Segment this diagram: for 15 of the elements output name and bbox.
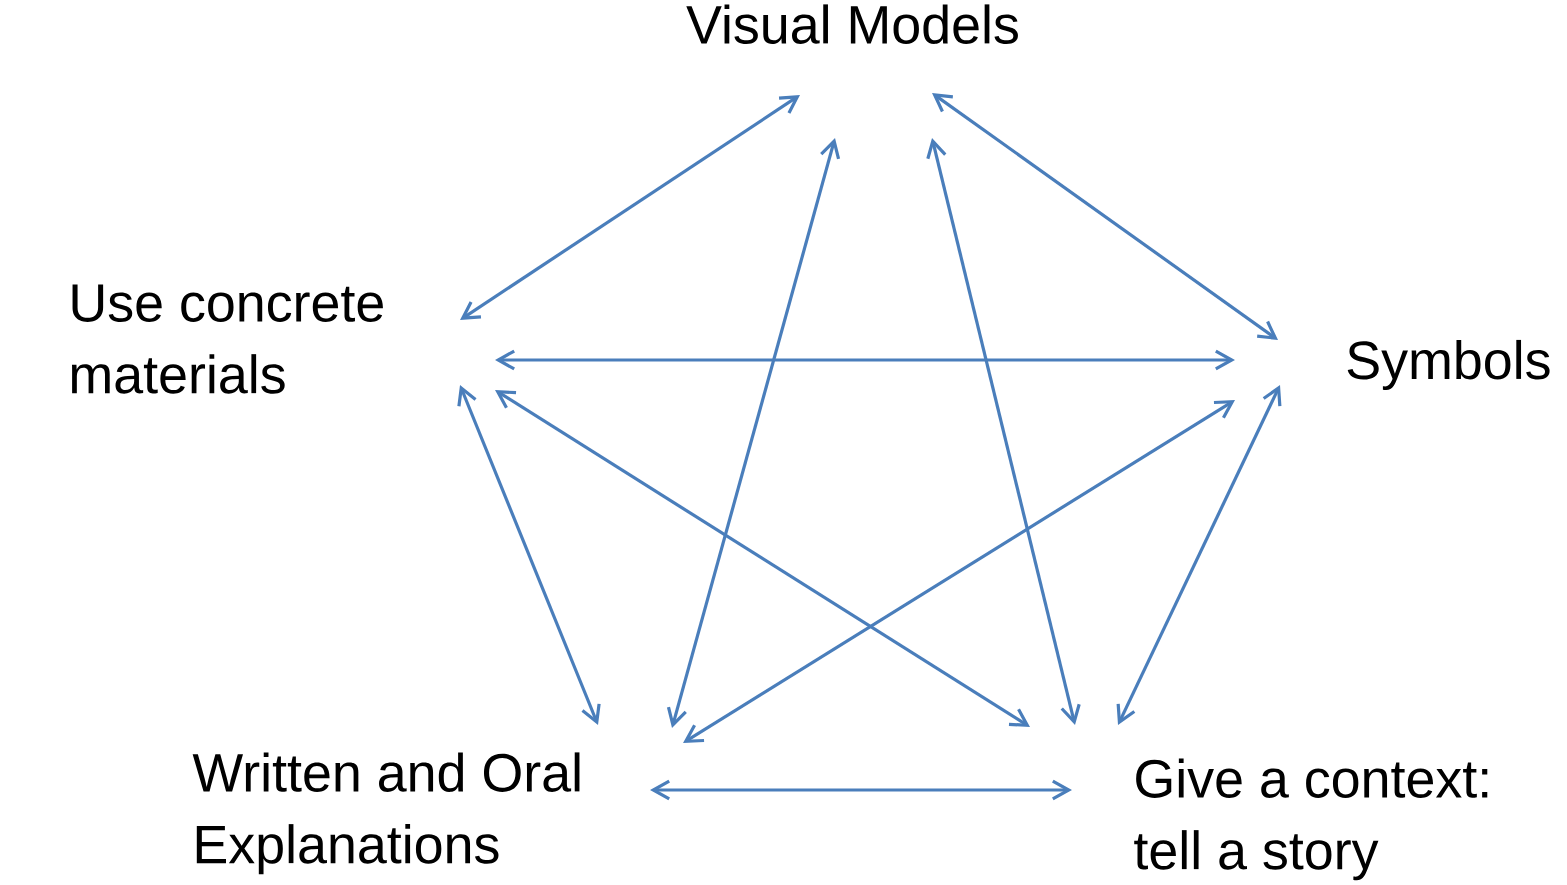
double-arrow xyxy=(932,93,1278,340)
double-arrow xyxy=(457,385,601,725)
double-arrow xyxy=(460,95,800,320)
node-label: Visual Models xyxy=(686,4,1018,44)
node-label: Symbols xyxy=(1347,339,1550,391)
node-label: Written and Oral Explanations xyxy=(192,752,580,875)
double-arrow xyxy=(1116,385,1282,725)
node-label: Give a context: tell a story xyxy=(1134,758,1488,881)
double-arrow xyxy=(495,349,1235,371)
double-arrow xyxy=(495,390,1030,727)
double-arrow xyxy=(926,138,1081,725)
double-arrow xyxy=(666,138,841,728)
double-arrow xyxy=(683,400,1235,743)
double-arrow xyxy=(650,779,1072,801)
node-label: Use concrete materials xyxy=(71,284,383,394)
